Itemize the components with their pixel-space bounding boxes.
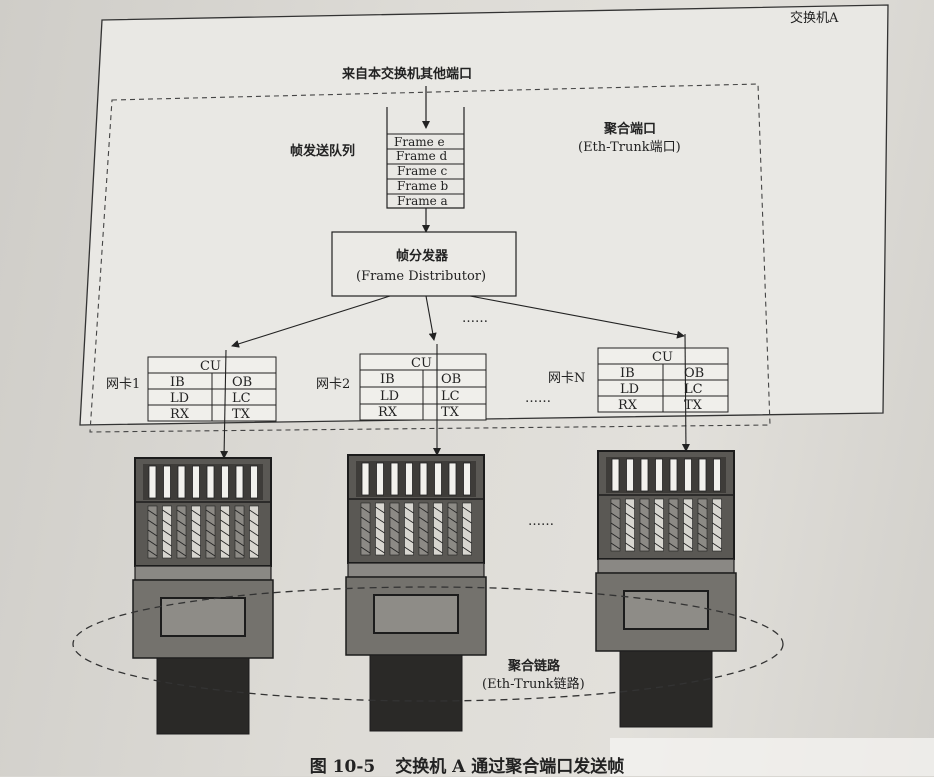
nic2-lc: LC xyxy=(441,389,460,404)
figure-caption: 图 10-5 交换机 A 通过聚合端口发送帧 xyxy=(0,752,934,777)
nic2-tx: TX xyxy=(441,405,459,420)
nic2-ib: IB xyxy=(380,372,395,387)
nicn-tx: TX xyxy=(684,398,702,413)
nicn-arrow xyxy=(681,333,690,452)
frame-c: Frame c xyxy=(397,164,448,178)
frame-e: Frame e xyxy=(394,135,445,149)
frame-distributor-box xyxy=(331,231,517,297)
link-sub: (Eth-Trunk链路) xyxy=(482,677,585,692)
nic1-cu: CU xyxy=(200,359,221,374)
connector-n xyxy=(595,450,737,728)
nic-table-1 xyxy=(147,356,277,422)
ellipsis-nic: …… xyxy=(525,391,551,406)
nic2-rx: RX xyxy=(378,405,398,420)
nic1-ob: OB xyxy=(232,375,253,390)
distributor-arrow-2 xyxy=(425,295,437,341)
frame-d: Frame d xyxy=(396,149,448,163)
aggregate-port-label: 聚合端口 xyxy=(604,122,657,137)
nic1-label: 网卡1 xyxy=(106,377,141,392)
nic-table-n xyxy=(597,347,729,413)
connector-1 xyxy=(132,457,274,735)
switch-label: 交换机A xyxy=(790,11,839,26)
ellipsis-connectors: …… xyxy=(528,514,554,529)
nic1-arrow xyxy=(220,349,229,459)
link-label: 聚合链路 xyxy=(508,659,561,674)
nic1-ib: IB xyxy=(170,375,185,390)
nic2-label: 网卡2 xyxy=(316,377,351,392)
nic-table-2 xyxy=(359,353,487,421)
distributor-label: 帧分发器 xyxy=(396,249,449,264)
distributor-arrow-1 xyxy=(231,295,391,348)
nicn-ib: IB xyxy=(620,366,635,381)
nic1-ld: LD xyxy=(170,391,190,406)
switch-box xyxy=(79,4,889,426)
nic2-ob: OB xyxy=(441,372,462,387)
nic1-tx: TX xyxy=(232,407,250,422)
distributor-sub: (Frame Distributor) xyxy=(356,269,487,284)
frame-a: Frame a xyxy=(397,194,448,208)
nic1-lc: LC xyxy=(232,391,251,406)
caption-glare xyxy=(610,738,934,776)
nicn-cu: CU xyxy=(652,350,673,365)
nicn-rx: RX xyxy=(618,398,638,413)
source-label: 来自本交换机其他端口 xyxy=(342,67,473,82)
nicn-ob: OB xyxy=(684,366,705,381)
distributor-arrow-n xyxy=(469,295,685,339)
ellipsis-distributor: …… xyxy=(462,311,488,326)
aggregated-link-ellipse xyxy=(72,586,784,702)
aggregate-port-sub: (Eth-Trunk端口) xyxy=(578,140,681,155)
nicn-ld: LD xyxy=(620,382,640,397)
frame-b: Frame b xyxy=(397,179,449,193)
queue-label: 帧发送队列 xyxy=(290,144,356,159)
nic2-ld: LD xyxy=(380,389,400,404)
caption-number: 图 10-5 xyxy=(309,757,376,777)
nic1-rx: RX xyxy=(170,407,190,422)
caption-text: 交换机 A 通过聚合端口发送帧 xyxy=(395,757,625,777)
connector-2 xyxy=(345,454,487,732)
nicn-lc: LC xyxy=(684,382,703,397)
nicn-label: 网卡N xyxy=(548,371,586,386)
nic2-cu: CU xyxy=(411,356,432,371)
